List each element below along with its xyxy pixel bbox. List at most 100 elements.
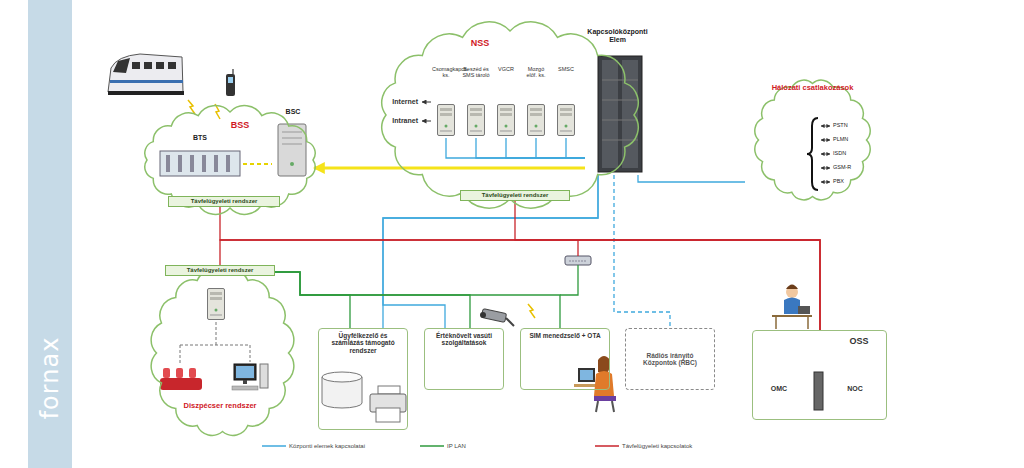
- node-label: OSS: [837, 336, 881, 346]
- process-box: Értéknövelt vasúti szolgáltatások: [424, 328, 504, 390]
- dispatcher-desks: [160, 378, 202, 390]
- dispatcher-desks: [163, 368, 170, 378]
- oss-operator: [807, 316, 809, 329]
- computer-icon: [232, 364, 268, 390]
- dispatch-server: [208, 289, 225, 320]
- storage-cylinder: [322, 372, 362, 382]
- network-label: Internet: [380, 98, 418, 105]
- camera-icon: [480, 312, 486, 318]
- node-label: Távfelügyeleti rendszer: [170, 267, 270, 274]
- bsc-server: [282, 144, 302, 145]
- dispatch-cloud: Távfelügyeleti rendszerDiszpécser rendsz…: [140, 258, 305, 448]
- operator-figure: [578, 368, 595, 382]
- connector: [314, 167, 585, 170]
- bsc-unit: BSC: [272, 108, 314, 182]
- node-label: BSS: [215, 120, 265, 130]
- bts-rack: [226, 155, 230, 172]
- switch-cabinet: [602, 80, 638, 81]
- operator-figure: [612, 401, 614, 412]
- network-item: PSTN: [833, 122, 873, 128]
- oss-operator: [786, 285, 798, 290]
- dispatch-tree: [180, 322, 250, 364]
- printer-icon: [370, 386, 406, 422]
- server-icon: [438, 105, 455, 136]
- node-label: Csomagkapcs. ks.: [432, 66, 460, 79]
- cloud-outline: [755, 80, 870, 200]
- phone-icon: [226, 69, 235, 96]
- connection-arrows: [821, 154, 830, 155]
- printer-icon: [376, 408, 400, 422]
- cloud-outline: [382, 22, 638, 208]
- printer-icon: [378, 386, 400, 394]
- connector: [515, 201, 820, 330]
- train-icon: [168, 62, 176, 69]
- bsc-server: [278, 124, 306, 176]
- dashed-box: Rádiós irányító Központok (RBC): [625, 328, 715, 390]
- camera-icon: [480, 309, 514, 326]
- oss-operator: [775, 316, 777, 329]
- legend-text: Távfelügyeleti kapcsolatok: [622, 443, 692, 449]
- connection-arrows: [821, 140, 830, 141]
- legend-text: IP LAN: [447, 443, 466, 449]
- connector: [383, 175, 598, 328]
- phone-icon: [228, 77, 233, 83]
- train-icon: [144, 62, 152, 69]
- network-item: ISDN: [833, 150, 873, 156]
- network-item: PLMN: [833, 136, 873, 142]
- computer-icon: [232, 386, 258, 390]
- operator-figure: [598, 356, 610, 372]
- server-unit: SMSC: [552, 66, 580, 138]
- node-label: Mozgó előf. ks.: [522, 66, 550, 79]
- server-icon: [558, 105, 575, 136]
- node-label: Távfelügyeleti rendszer: [173, 198, 275, 205]
- operator-figure: [594, 371, 614, 396]
- connector: [566, 138, 585, 158]
- bts-unit: BTS: [160, 134, 240, 178]
- cloud-outline: [140, 258, 305, 448]
- network-switch: [565, 256, 591, 265]
- operator-figure: [594, 396, 616, 401]
- node-label: Távfelügyeleti rendszer: [465, 192, 565, 199]
- network-cloud: Hálózati csatlakozásokPSTNPLMNISDNGSM-RP…: [745, 70, 880, 210]
- train-icon: [110, 80, 183, 83]
- dispatcher-desks: [189, 368, 196, 378]
- connector: [476, 138, 585, 158]
- legend-swatch: [262, 442, 286, 450]
- dispatch-tree: [250, 345, 251, 362]
- switch-wire: [560, 265, 578, 295]
- oss-box: OSSOMCNOC: [752, 330, 887, 420]
- legend-text: Központi elemek kapcsolatai: [289, 443, 365, 449]
- legend-swatch: [595, 442, 619, 450]
- bts-rack: [202, 155, 206, 172]
- watermark: fornax: [36, 323, 64, 433]
- computer-icon: [234, 364, 256, 380]
- node-label: Értéknövelt vasúti szolgáltatások: [429, 332, 499, 347]
- connection-arrows: [821, 182, 830, 183]
- node-label: Diszpécser rendszer: [170, 402, 270, 411]
- network-item: PBX: [833, 178, 873, 184]
- radio-flash: [188, 100, 195, 114]
- node-label: Ügyfélkezelő és számlázás támogató rends…: [323, 332, 403, 354]
- train-icon: [108, 54, 183, 92]
- train-icon: [113, 58, 130, 73]
- internet-arrow: [422, 102, 431, 103]
- server-unit: VGCR: [492, 66, 520, 138]
- switch-cabinet: [602, 100, 638, 101]
- connector: [220, 240, 820, 330]
- bts-rack: [214, 155, 218, 172]
- connector: [638, 175, 745, 182]
- operator-figure: [580, 370, 593, 380]
- dispatch-tree: [180, 345, 181, 364]
- legend-item: Távfelügyeleti kapcsolatok: [595, 442, 692, 450]
- bss-cloud: BTS BSC Távfelügyeleti rendszer BSS: [135, 100, 325, 220]
- connector: [506, 138, 585, 158]
- switch-cabinet: [602, 60, 618, 168]
- switch-cabinet: [602, 120, 638, 121]
- bsc-server: [282, 132, 302, 133]
- connection-arrows: [821, 126, 830, 127]
- node-label: BTS: [160, 134, 240, 142]
- bsc-server: [290, 162, 294, 166]
- node-label: SMSC: [552, 66, 580, 72]
- intranet-arrow: [422, 121, 431, 122]
- legend-swatch: [262, 445, 286, 447]
